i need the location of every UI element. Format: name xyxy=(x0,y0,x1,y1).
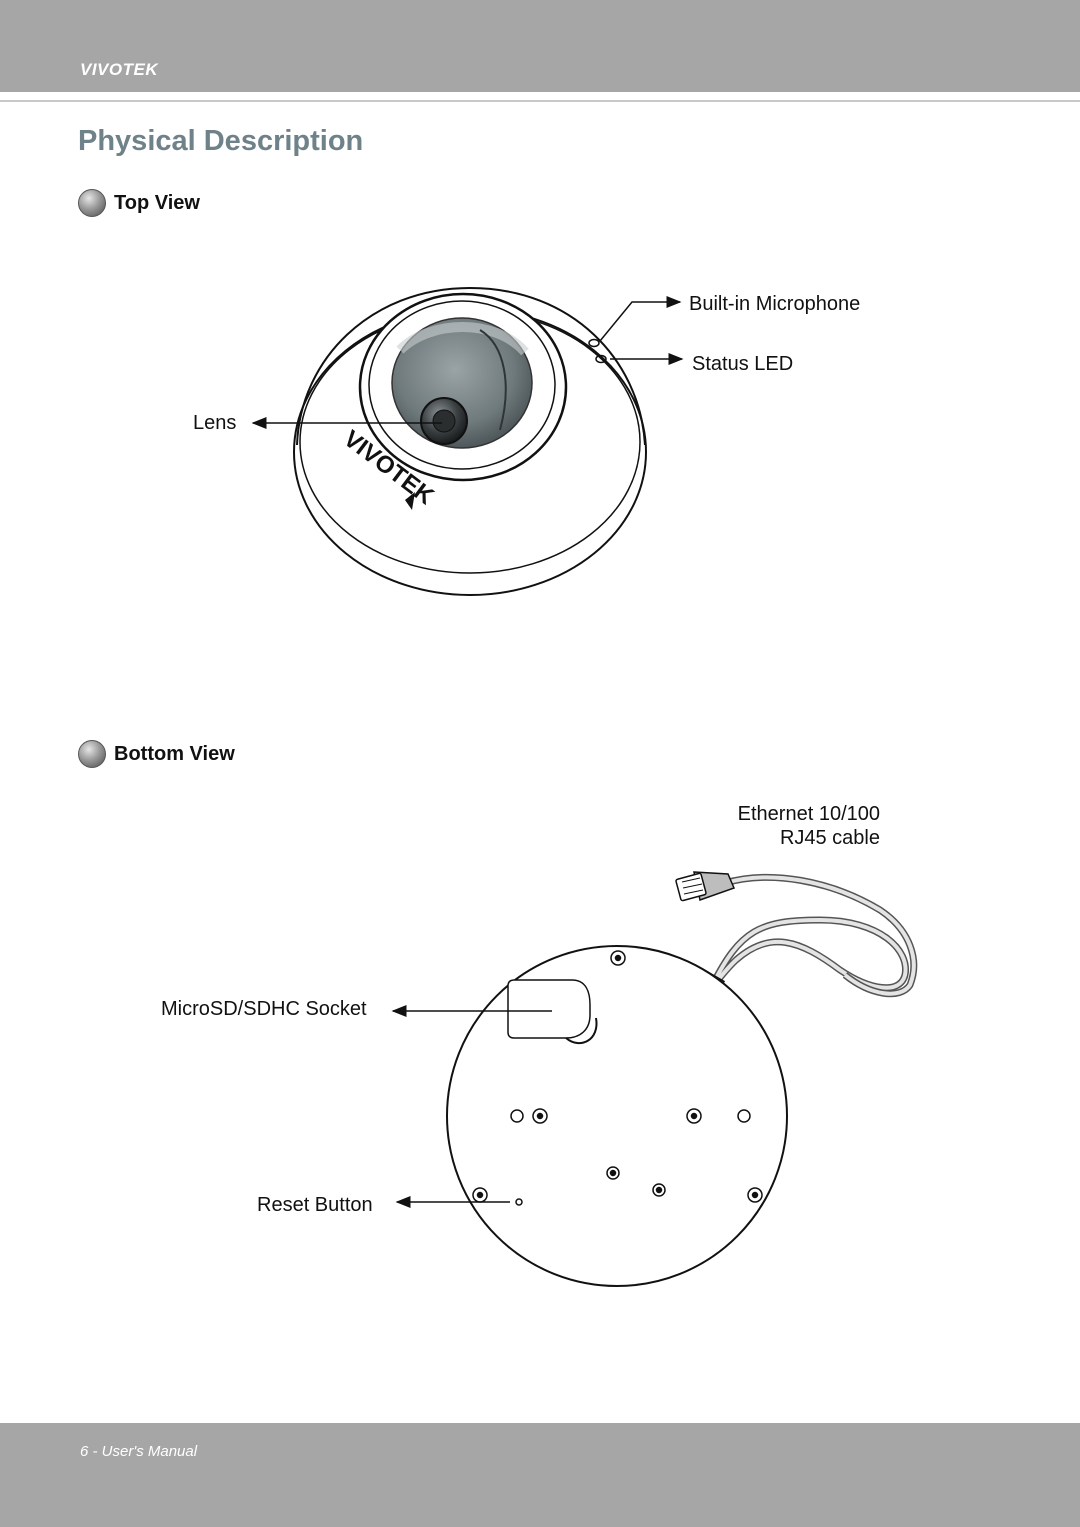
microsd-label: MicroSD/SDHC Socket xyxy=(161,998,367,1020)
status-led xyxy=(595,354,607,364)
reset-label: Reset Button xyxy=(257,1194,373,1216)
top-view-heading: Top View xyxy=(78,189,200,217)
ethernet-label-line2: RJ45 cable xyxy=(779,827,880,849)
header-divider xyxy=(0,100,1080,102)
header-band xyxy=(0,0,1080,92)
microphone-leader xyxy=(599,296,682,342)
bottom-view-heading: Bottom View xyxy=(78,740,235,768)
page-number: 6 - User's Manual xyxy=(80,1443,198,1460)
footer-band xyxy=(0,1423,1080,1527)
logo-mark xyxy=(405,492,415,510)
bottom-view-camera xyxy=(446,871,918,1287)
status-led-label: Status LED xyxy=(692,353,794,375)
rj45-plug xyxy=(675,871,736,902)
camera-bottom-plate xyxy=(446,945,788,1287)
page-title: Physical Description xyxy=(78,125,364,157)
microsd-socket xyxy=(507,979,591,1039)
lens-label: Lens xyxy=(193,412,237,434)
bullet-icon xyxy=(78,189,106,217)
bullet-icon xyxy=(78,740,106,768)
microphone-label: Built-in Microphone xyxy=(689,293,861,315)
top-view-camera: VIVOTEK xyxy=(293,286,647,596)
brand-logo: VIVOTEK xyxy=(80,60,159,79)
microphone-hole xyxy=(588,338,600,348)
camera-dome-outline xyxy=(296,286,646,446)
screw-holes xyxy=(472,950,763,1203)
ethernet-label-line1: Ethernet 10/100 xyxy=(737,803,880,825)
reset-button xyxy=(515,1198,523,1206)
top-view-title: Top View xyxy=(114,191,200,214)
bottom-view-title: Bottom View xyxy=(114,742,235,765)
